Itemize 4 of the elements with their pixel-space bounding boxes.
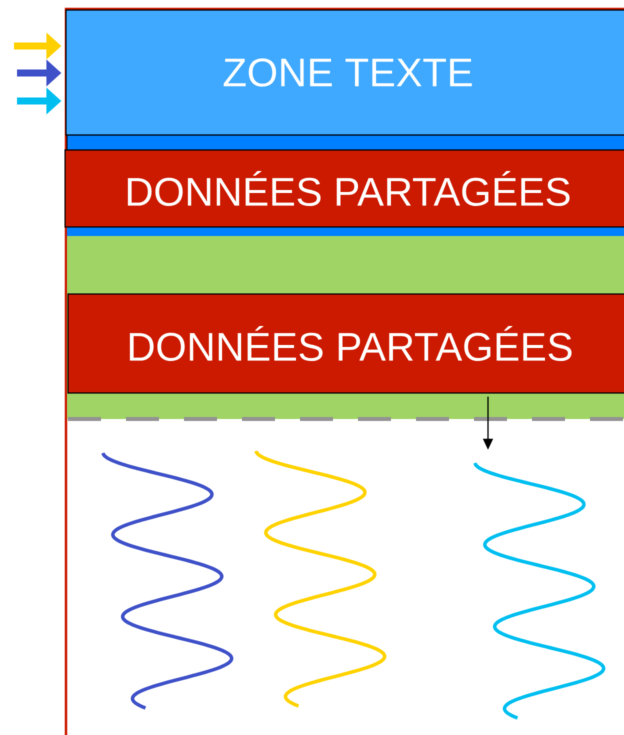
data-box: DONNÉES PARTAGÉES [64, 149, 624, 228]
text-zone-box: ZONE TEXTE [65, 9, 624, 136]
wave [474, 462, 606, 720]
data-box: DONNÉES PARTAGÉES [67, 293, 624, 394]
